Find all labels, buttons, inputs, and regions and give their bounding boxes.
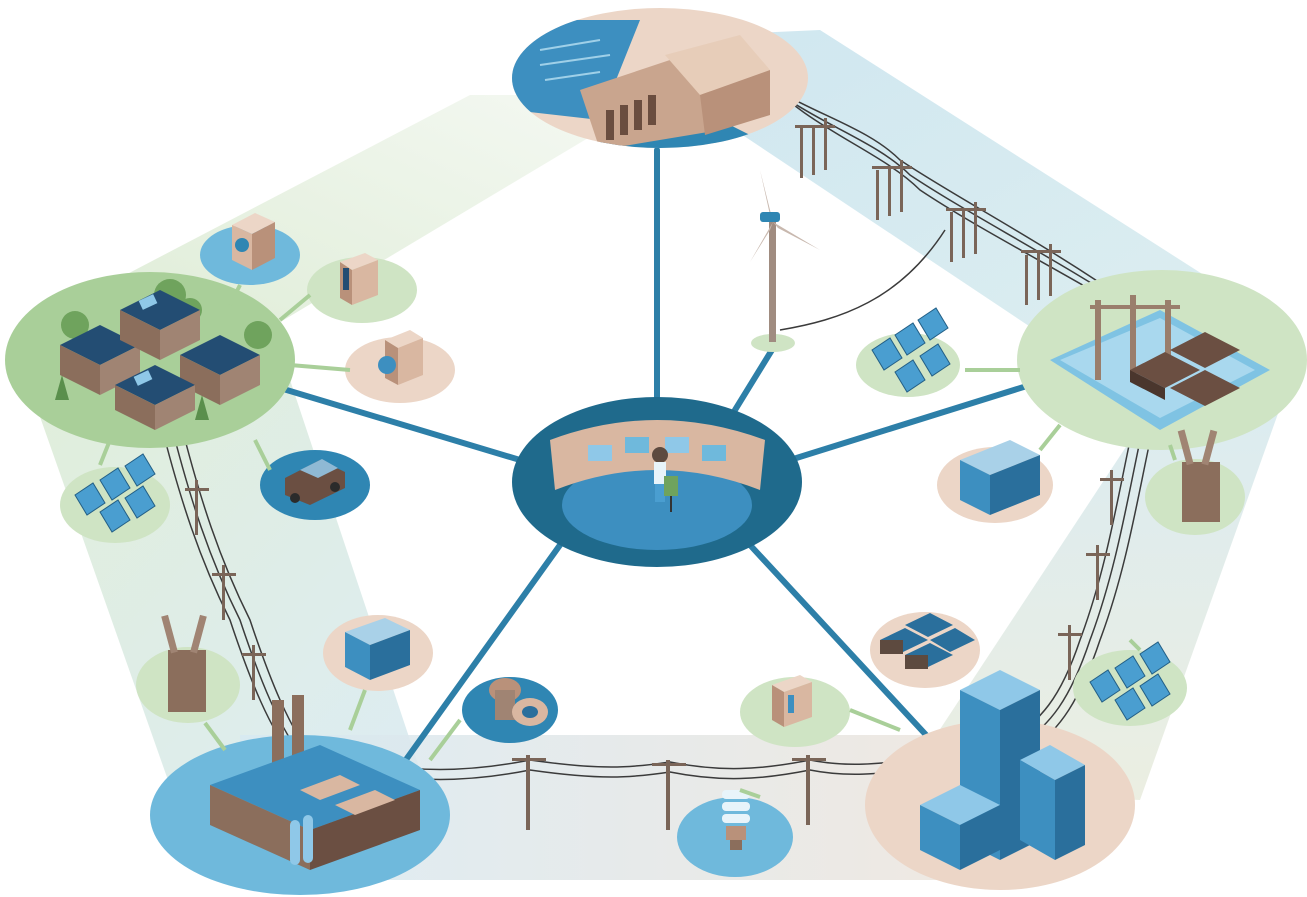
energy-storage-icon (880, 613, 975, 669)
control-center (512, 397, 802, 567)
battery-icon (960, 440, 1040, 515)
solar-panel-icon (871, 307, 951, 393)
factory-icon (210, 695, 420, 870)
residential-houses (5, 272, 295, 448)
pylon-icon (872, 160, 912, 220)
houses-icon (55, 279, 272, 430)
solar-panel-icon (1089, 641, 1171, 721)
pylon-icon (795, 118, 835, 178)
pole-icon (212, 565, 236, 620)
transformer-icon (1177, 429, 1220, 522)
pole-icon (512, 755, 546, 830)
transmission-pylons (185, 118, 1124, 830)
transformer-left (136, 614, 240, 723)
pole-icon (1086, 545, 1110, 600)
cfl-bulb (677, 790, 793, 877)
factory (150, 695, 450, 895)
hydroelectric-dam-icon (580, 35, 770, 148)
transformer-right (1145, 429, 1245, 535)
smart-thermostat (345, 330, 455, 403)
substation (1017, 270, 1307, 450)
spoke-lines (267, 147, 1033, 778)
office-building-icon (920, 670, 1085, 870)
wind-turbine (750, 170, 820, 352)
hydro-dam (512, 8, 808, 148)
wind-turbine-icon (750, 170, 820, 342)
turbine-pipe (462, 677, 558, 743)
battery-icon (345, 618, 410, 680)
thermostat-icon (378, 330, 423, 385)
pole-icon (185, 480, 209, 535)
pole-icon (1100, 470, 1124, 525)
solar-left (60, 453, 170, 543)
pole-icon (1058, 625, 1082, 680)
electric-car-icon (285, 459, 345, 505)
transformer-icon (161, 614, 207, 712)
pole-icon (652, 760, 686, 830)
solar-right (1073, 641, 1187, 726)
solar-top (856, 307, 960, 397)
washing-machine-icon (232, 213, 275, 270)
control-panel-icon (340, 253, 378, 305)
pylon-icon (1021, 244, 1061, 305)
battery-left (323, 615, 433, 691)
pole-icon (792, 755, 826, 825)
washing-machine (200, 213, 300, 285)
gas-turbine-icon (489, 678, 548, 726)
satellite-links (98, 284, 1177, 799)
office-buildings (865, 670, 1135, 890)
pole-icon (242, 645, 266, 700)
electric-car (260, 450, 370, 520)
solar-panel-icon (74, 453, 156, 533)
substation-icon (1050, 295, 1270, 430)
smart-panel-bottom (740, 675, 850, 747)
control-room-icon (550, 420, 765, 512)
battery-right (937, 440, 1053, 523)
control-panel-icon (772, 675, 812, 727)
smart-panel-top (307, 253, 417, 323)
pylon-icon (946, 202, 986, 262)
storage-blocks (870, 612, 980, 688)
